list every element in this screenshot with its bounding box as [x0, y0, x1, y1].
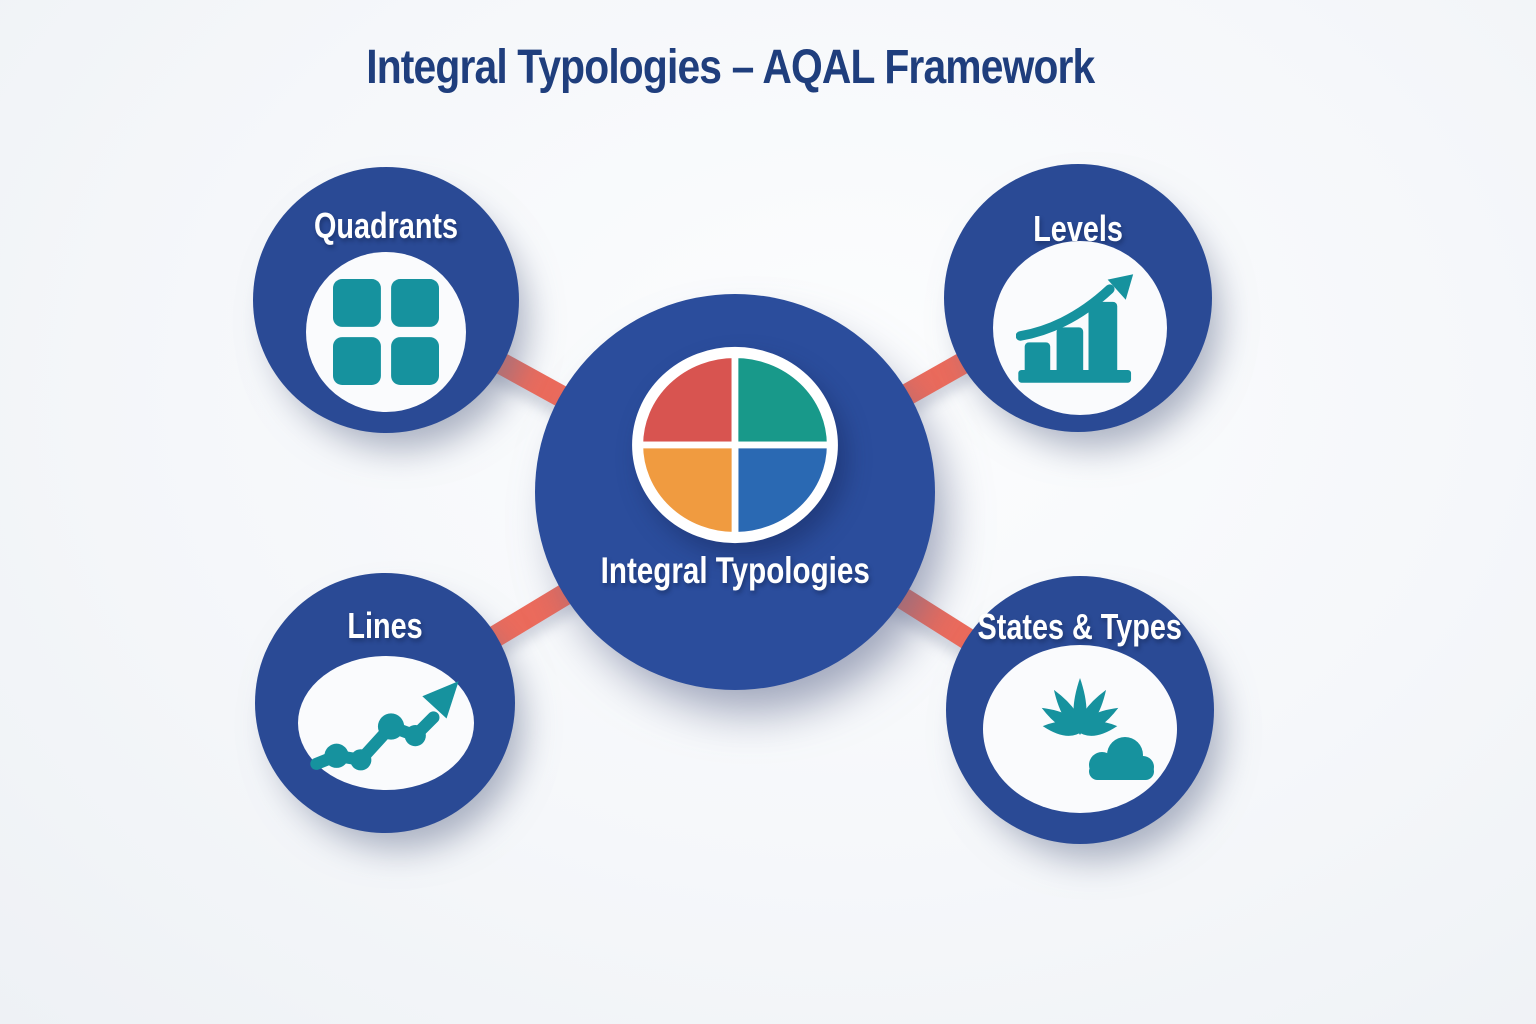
hub-label: Integral Typologies — [535, 550, 935, 592]
hub-circle: Integral Typologies — [535, 294, 935, 690]
node-states-types: States & Types — [946, 576, 1214, 844]
quadrants-label-text: Quadrants — [313, 205, 459, 246]
diagram-title: Integral Typologies – AQAL Framework — [0, 40, 1460, 95]
node-lines: Lines — [255, 573, 515, 833]
node-levels: Levels — [944, 164, 1212, 432]
lotus-cloud-icon — [1041, 678, 1154, 780]
diagram-title-text: Integral Typologies – AQAL Framework — [365, 41, 1095, 94]
levels-inner-disc — [993, 241, 1167, 415]
quadrants-label: Quadrants — [253, 205, 519, 247]
states-types-label-text: States & Types — [977, 606, 1183, 647]
lines-inner-disc — [298, 656, 474, 790]
grid-2x2-icon — [333, 279, 439, 385]
lines-label-text: Lines — [347, 605, 423, 646]
states-types-label: States & Types — [946, 606, 1214, 648]
aqal-quadrant-pie-icon — [632, 346, 838, 544]
lines-label: Lines — [255, 605, 515, 647]
hub-label-text: Integral Typologies — [600, 550, 870, 591]
quadrants-inner-disc — [306, 252, 466, 412]
node-quadrants: Quadrants — [253, 167, 519, 433]
trend-line-arrow-icon — [310, 680, 459, 770]
states-types-inner-disc — [983, 645, 1177, 813]
growth-bar-chart-icon — [1016, 273, 1134, 383]
